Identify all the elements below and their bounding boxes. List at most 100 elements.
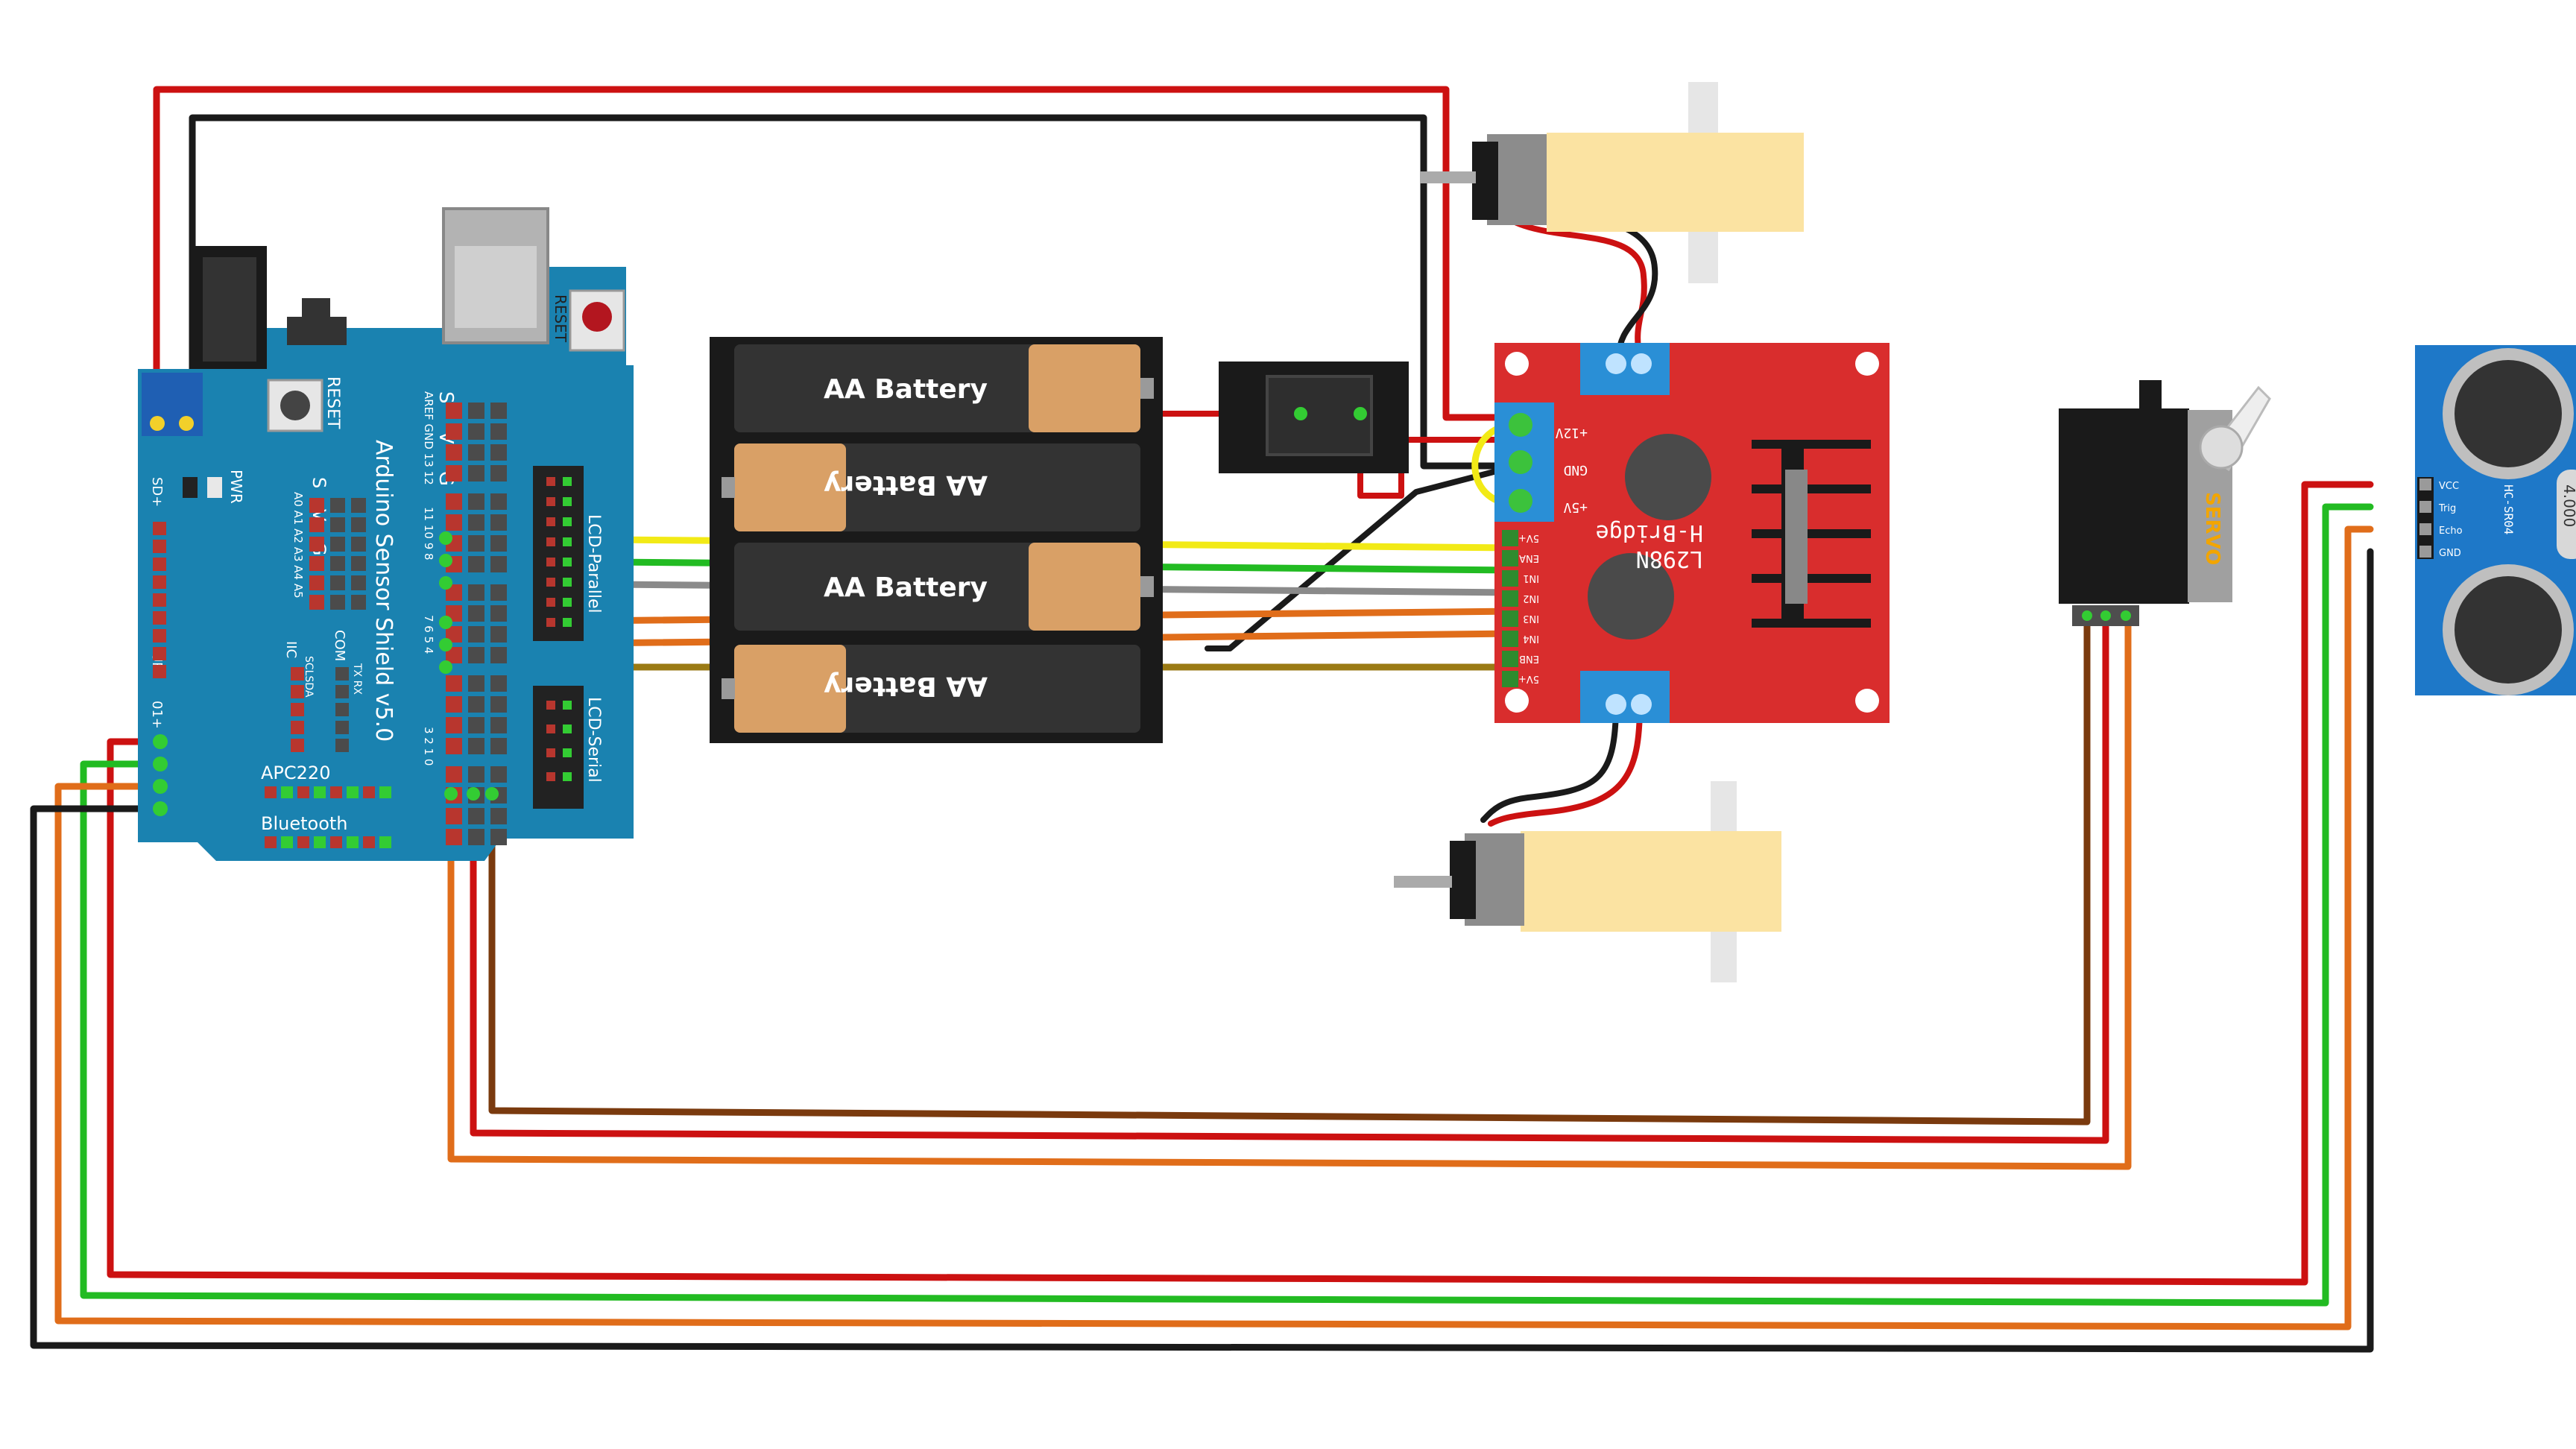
battery-cell: AA Battery	[734, 543, 1154, 631]
board-title: Arduino Sensor Shield v5.0	[370, 440, 397, 742]
bluetooth-pin	[330, 836, 342, 848]
digital-pin	[490, 626, 507, 643]
digital-pin	[446, 584, 462, 601]
iic-pin	[291, 703, 304, 716]
side-pin	[153, 575, 166, 589]
lcd-parallel-pin	[546, 578, 555, 587]
wire-black-ultra	[30, 548, 2374, 1353]
analog-pin	[309, 517, 324, 532]
hbridge-pin-label: ENB	[1519, 653, 1539, 664]
signal-pin-pad	[439, 554, 452, 567]
reset-side-label: RESET	[323, 376, 342, 429]
digital-pin	[490, 402, 507, 419]
side-pin	[153, 522, 166, 535]
lcd-parallel-pin	[546, 517, 555, 526]
iic-pin	[291, 721, 304, 734]
side-pin	[153, 593, 166, 607]
motor-bottom	[1394, 781, 1781, 982]
signal-pin-pad	[439, 660, 452, 674]
reset-button-top-cap[interactable]	[582, 302, 612, 332]
motor-top-endcap	[1472, 142, 1498, 220]
battery-cell-label: AA Battery	[824, 470, 988, 500]
com-label: COM	[332, 630, 347, 661]
ultrasonic-transducer-top-inner	[2455, 360, 2562, 467]
com-pin	[335, 685, 349, 698]
cell-terminal	[722, 678, 735, 699]
analog-pin	[330, 498, 345, 513]
digital-pin	[468, 738, 484, 754]
ultrasonic-pin	[2419, 501, 2431, 513]
digital-pin	[490, 808, 507, 824]
ultrasonic-transducer-bottom-inner	[2455, 576, 2562, 684]
terminal-motor-top-1	[1606, 353, 1626, 374]
servo-pin-pad	[467, 787, 480, 801]
cell-terminal	[722, 477, 735, 498]
com-pin	[335, 739, 349, 752]
battery-cell-label: AA Battery	[824, 572, 988, 603]
lcd-serial-pin	[563, 724, 572, 733]
hbridge-hole-br	[1855, 689, 1879, 713]
digital-pin	[446, 402, 462, 419]
lcd-parallel-pin	[563, 578, 572, 587]
digital-pin	[490, 584, 507, 601]
bluetooth-pin	[281, 836, 293, 848]
voltage-regulator-tab	[302, 298, 330, 319]
motor-bottom-shaft	[1394, 876, 1452, 888]
ultrasonic-pin	[2419, 523, 2431, 535]
lcd-serial-pin	[546, 772, 555, 781]
wire-orange-ultra	[54, 525, 2374, 1330]
reset-button-side-cap[interactable]	[280, 391, 310, 420]
hbridge-hole-bl	[1505, 689, 1529, 713]
hbridge-name: L298N	[1636, 546, 1703, 572]
digital-pin	[490, 423, 507, 440]
apc220-pin	[347, 786, 359, 798]
side-pin	[153, 629, 166, 643]
ultrasonic-pin	[2419, 479, 2431, 490]
servo-pin-3	[2121, 610, 2131, 621]
battery-cell-label: AA Battery	[824, 374, 988, 405]
lcd-parallel-pin	[563, 598, 572, 607]
pin-headers	[153, 402, 572, 848]
digital-pin	[468, 717, 484, 733]
lcd-serial-pin	[563, 772, 572, 781]
l298n-hbridge: +12V GND +5V L298N H-Bridge 5V+ENAIN1IN2…	[1494, 343, 1890, 723]
wire-brown-servo	[488, 615, 2091, 1126]
digital-pin	[468, 829, 484, 845]
digital-pin	[446, 423, 462, 440]
power-switch[interactable]	[1219, 362, 1409, 473]
power-terminal-screw-1	[150, 416, 165, 431]
ultrasonic-pin-label: GND	[2439, 548, 2461, 559]
side-pin	[153, 558, 166, 571]
signal-pin-pad	[439, 576, 452, 590]
signal-pin-pad	[439, 531, 452, 545]
apc220-pin	[297, 786, 309, 798]
digital-pin	[468, 423, 484, 440]
hbridge-pin	[1502, 590, 1518, 607]
digital-pin	[490, 493, 507, 510]
motor-bottom-gearbox	[1521, 831, 1781, 932]
analog-pin	[330, 537, 345, 552]
scl-sda-label: SCLSDA	[303, 656, 315, 698]
lcd-parallel-pin	[563, 537, 572, 546]
analog-pin	[309, 575, 324, 590]
usb-connector-inner	[455, 246, 537, 328]
wire-green-ultra	[80, 503, 2374, 1307]
digital-pin	[490, 738, 507, 754]
iic-pin	[291, 685, 304, 698]
servo-pin-2	[2100, 610, 2111, 621]
hbridge-pin-label: IN2	[1523, 593, 1539, 604]
wire-orange-servo	[447, 615, 2132, 1170]
digital-pin	[468, 675, 484, 692]
pwr-led	[183, 477, 198, 498]
hbridge-pin-label: 5V+	[1518, 532, 1539, 543]
urf-pin	[153, 734, 168, 749]
digital-pin	[446, 738, 462, 754]
side-pin	[153, 611, 166, 625]
digital-pin	[446, 829, 462, 845]
iic-pin	[291, 667, 304, 681]
bluetooth-pin	[363, 836, 375, 848]
lcd-parallel-pin	[563, 517, 572, 526]
hbridge-pin-label: IN4	[1523, 633, 1539, 644]
